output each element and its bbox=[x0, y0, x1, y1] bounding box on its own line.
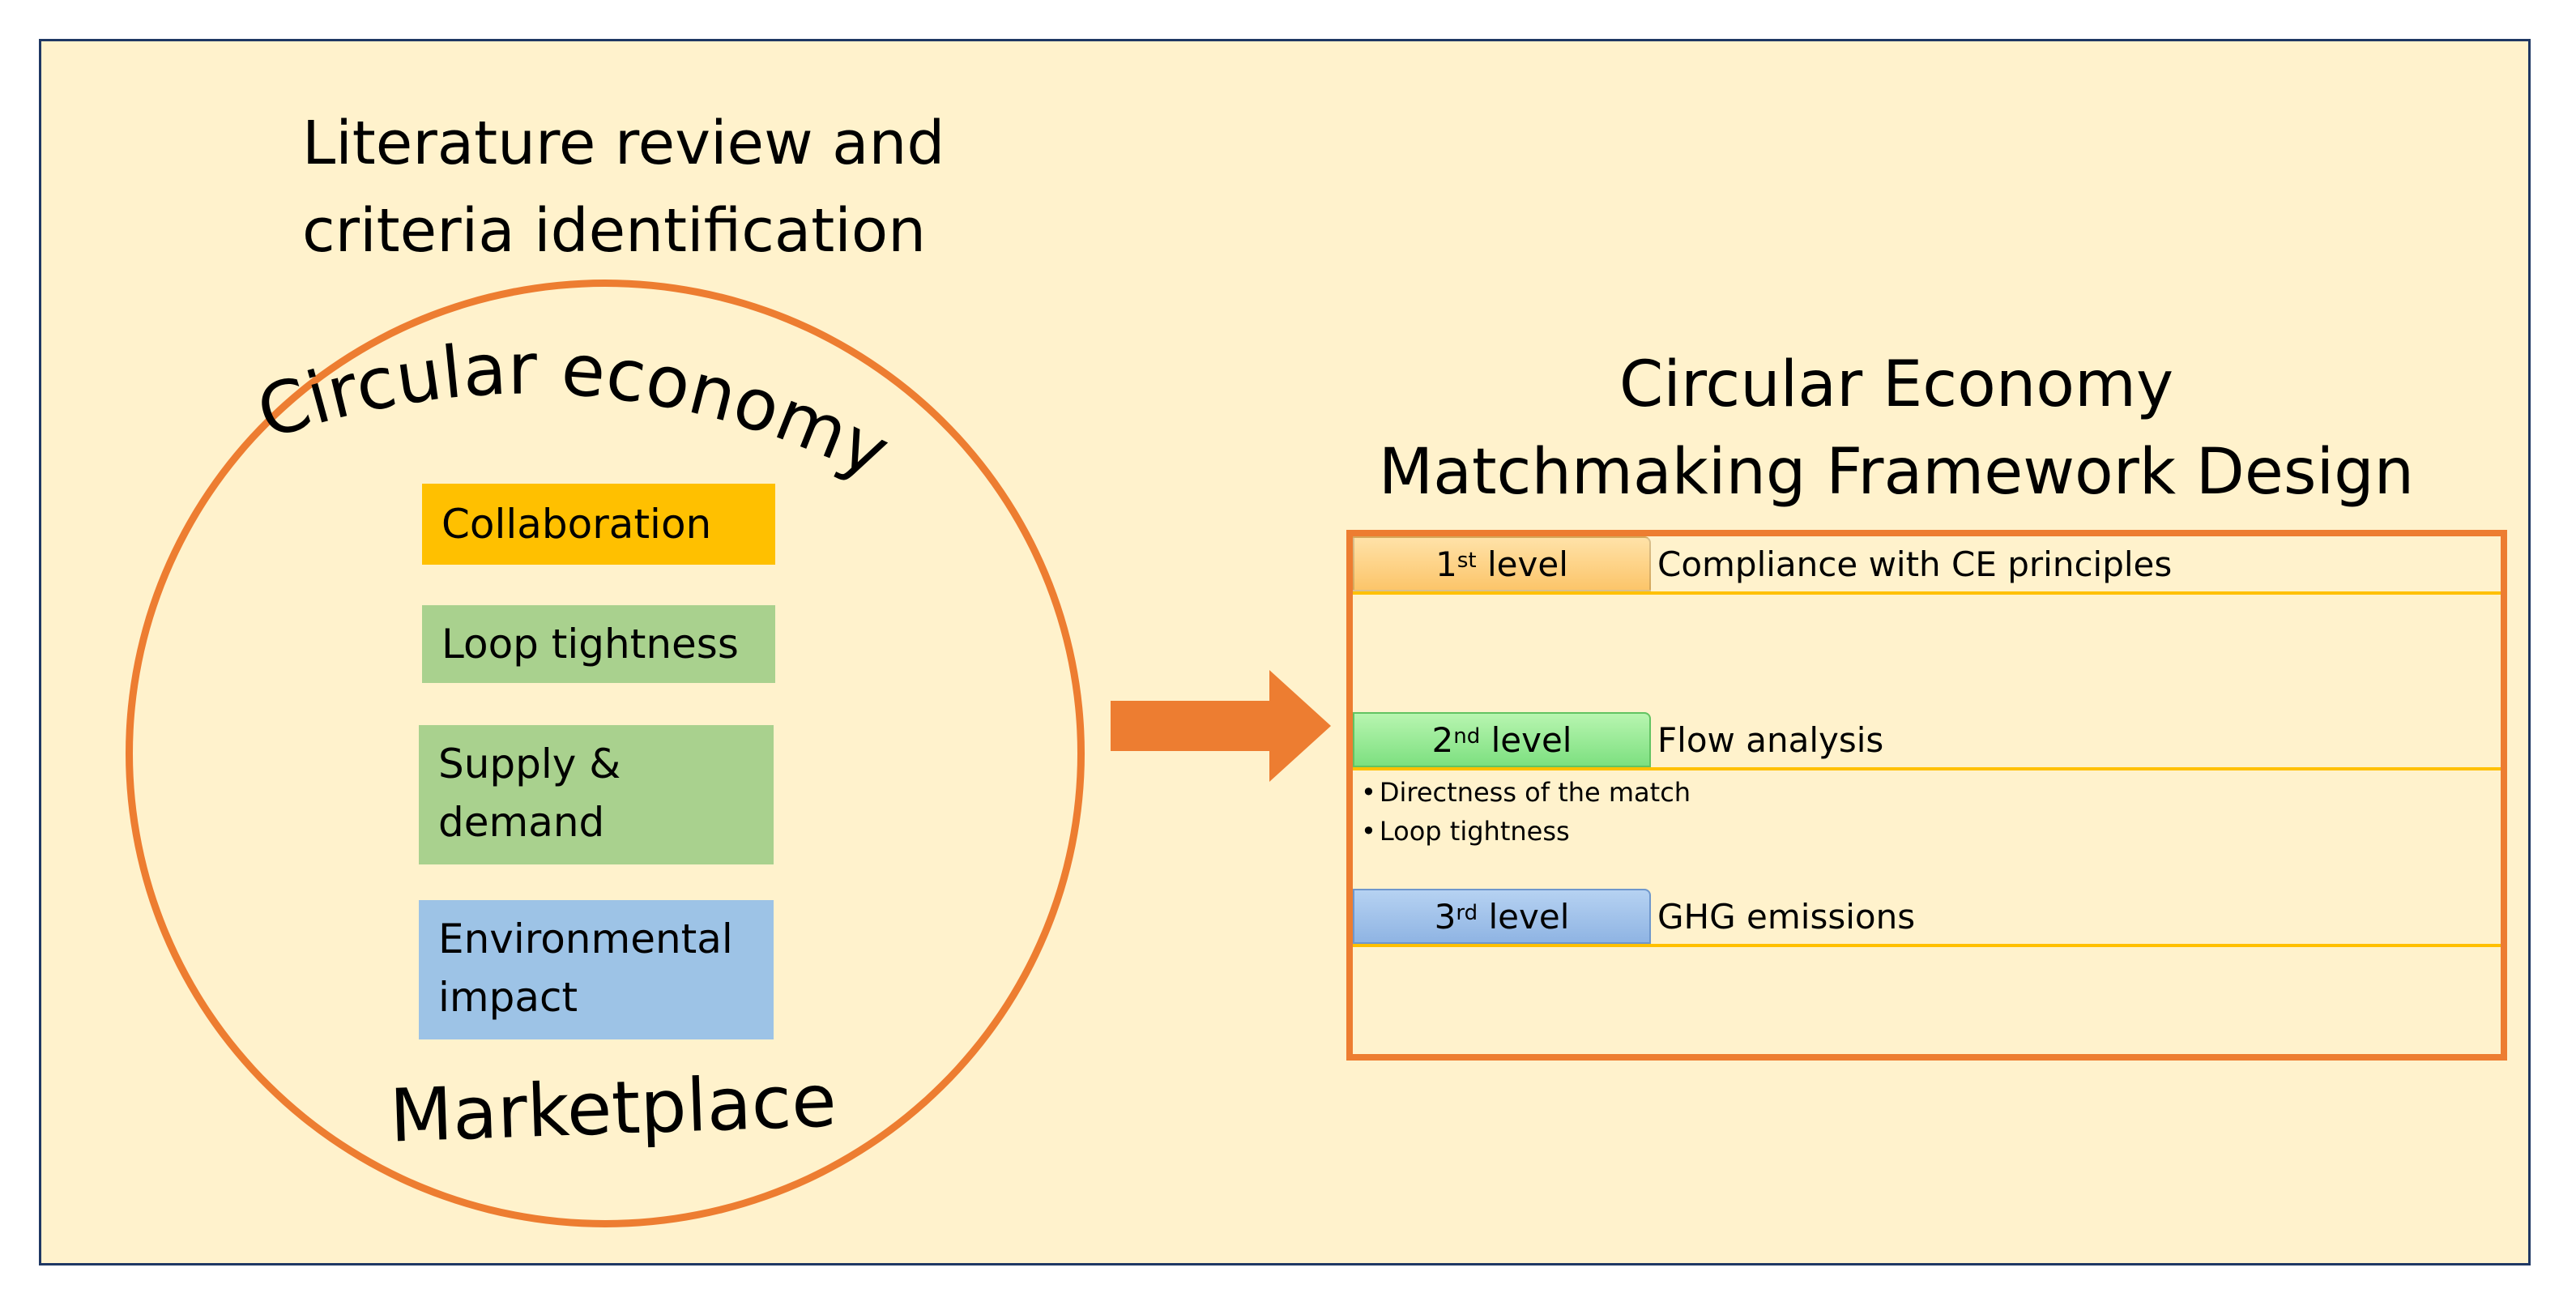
level-3-description: GHG emissions bbox=[1657, 896, 1916, 937]
marketplace-label: Marketplace bbox=[388, 1058, 838, 1159]
framework-title: Circular Economy Matchmaking Framework D… bbox=[1378, 348, 2415, 509]
svg-text:Circular economy: Circular economy bbox=[248, 326, 902, 493]
level-1-description: Compliance with CE principles bbox=[1657, 544, 2173, 584]
bullet-item: Loop tightness bbox=[1361, 812, 1691, 851]
circular-economy-arc-label: Circular economy bbox=[248, 326, 902, 493]
diagram-canvas: Literature review and criteria identific… bbox=[39, 39, 2531, 1265]
left-title: Literature review and criteria identific… bbox=[302, 109, 945, 266]
criterion-loop-tightness: Loop tightness bbox=[422, 605, 775, 683]
level-2-bullets: Directness of the match Loop tightness bbox=[1361, 773, 1691, 851]
criterion-supply-demand: Supply & demand bbox=[419, 725, 774, 864]
level-2-description: Flow analysis bbox=[1657, 719, 1884, 760]
bullet-item: Directness of the match bbox=[1361, 773, 1691, 812]
marketplace-circle bbox=[126, 280, 1085, 1227]
arrow-right-icon bbox=[1111, 670, 1331, 782]
criterion-environmental-impact: Environmental impact bbox=[419, 900, 774, 1039]
arc-label-text: Circular economy bbox=[248, 326, 902, 493]
criterion-collaboration: Collaboration bbox=[422, 484, 775, 565]
